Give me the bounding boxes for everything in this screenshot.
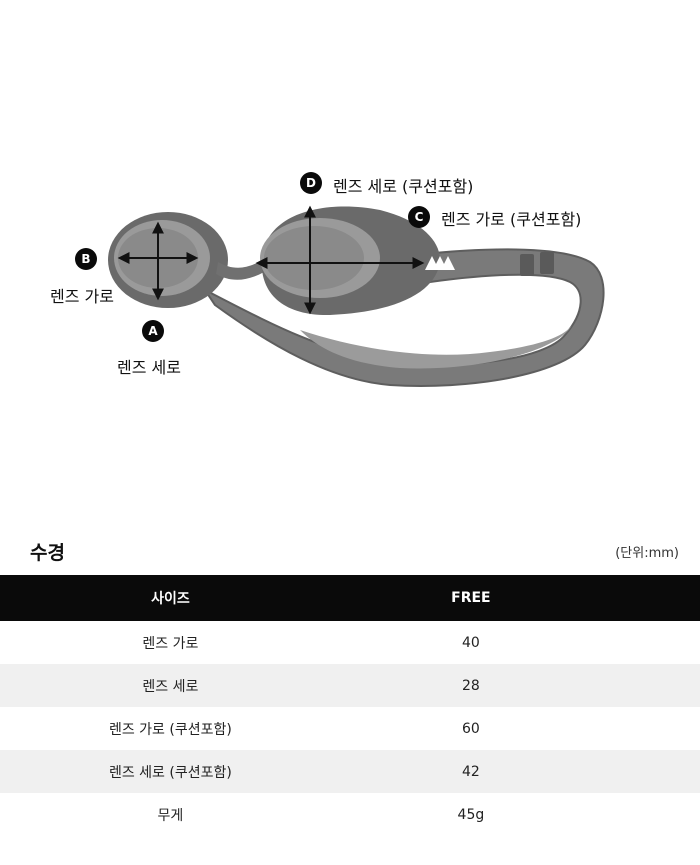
- unit-note: (단위:mm): [615, 546, 679, 561]
- row-label: 무게: [157, 807, 184, 824]
- table-row: 렌즈 세로 (쿠션포함) 42: [0, 750, 700, 793]
- table-row: 렌즈 가로 (쿠션포함) 60: [0, 707, 700, 750]
- badge-d: D: [300, 172, 322, 194]
- callout-c-label: 렌즈 가로 (쿠션포함): [441, 210, 582, 229]
- table-header-row: 사이즈 FREE: [0, 575, 700, 621]
- table-row: 렌즈 가로 40: [0, 621, 700, 664]
- callout-b-label: 렌즈 가로: [50, 287, 114, 306]
- row-value: 60: [461, 720, 480, 737]
- table-row: 렌즈 세로 28: [0, 664, 700, 707]
- row-value: 42: [340, 750, 700, 793]
- badge-c: C: [408, 206, 430, 228]
- row-value: 45g: [457, 806, 485, 823]
- header-size: 사이즈: [0, 575, 341, 621]
- row-label: 렌즈 세로 (쿠션포함): [0, 750, 341, 793]
- goggles-diagram: [108, 205, 605, 387]
- callout-a-label: 렌즈 세로: [117, 358, 181, 377]
- nose-bridge: [216, 260, 264, 280]
- left-lens: [108, 212, 228, 308]
- section-title: 수경: [30, 542, 65, 564]
- row-label: 렌즈 세로: [0, 664, 341, 707]
- brand-logo-icon: [425, 256, 455, 270]
- size-table: 사이즈 FREE 렌즈 가로 40 렌즈 세로 28 렌즈 가로 (쿠션포함) …: [0, 575, 700, 836]
- badge-b: B: [75, 248, 97, 270]
- row-label: 렌즈 가로 (쿠션포함): [108, 721, 232, 738]
- row-value: 40: [461, 634, 480, 651]
- badge-a: A: [142, 320, 164, 342]
- header-free: FREE: [340, 575, 700, 621]
- row-value: 28: [340, 664, 700, 707]
- row-label: 렌즈 가로: [142, 635, 199, 652]
- table-row: 무게 45g: [0, 793, 700, 836]
- goggle-strap: [202, 248, 605, 387]
- callout-d-label: 렌즈 세로 (쿠션포함): [333, 177, 474, 196]
